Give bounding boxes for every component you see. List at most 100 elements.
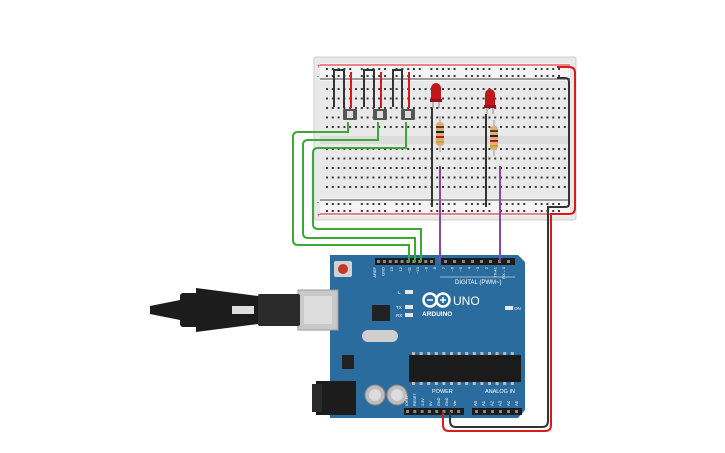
breadboard-hole	[331, 126, 334, 128]
rail-hole	[534, 210, 537, 212]
breadboard-hole	[494, 157, 497, 160]
rail-hole	[523, 210, 526, 212]
led-2[interactable]	[484, 89, 496, 114]
rail-hole	[360, 203, 363, 205]
breadboard-hole	[360, 176, 363, 179]
breadboard-hole	[552, 148, 555, 150]
breadboard-hole	[552, 97, 555, 100]
rail-hole	[517, 210, 520, 212]
breadboard-hole	[326, 126, 328, 128]
breadboard-hole	[558, 126, 560, 128]
voltage-regulator	[342, 355, 354, 369]
rail-hole	[476, 203, 479, 205]
rail-hole	[465, 75, 468, 77]
rail-hole	[418, 75, 421, 77]
breadboard-hole	[459, 157, 462, 160]
rail-hole	[378, 68, 381, 70]
breadboard-hole	[384, 97, 386, 100]
breadboard-hole	[482, 176, 485, 179]
breadboard-hole	[552, 126, 555, 128]
breadboard-hole	[558, 148, 560, 150]
resistor-1[interactable]	[436, 116, 444, 152]
breadboard-hole	[482, 107, 485, 109]
chip-pin	[457, 352, 461, 355]
chip-pin	[503, 382, 507, 385]
breadboard-hole	[343, 126, 346, 128]
digital-pin-label: 7	[441, 266, 446, 269]
rail-hole	[511, 203, 514, 205]
analog-pin-label: A4	[506, 400, 511, 406]
switch-1[interactable]	[343, 109, 357, 120]
rail-hole	[349, 203, 352, 205]
rail-hole	[488, 210, 491, 212]
breadboard-hole	[355, 107, 357, 109]
rail-hole	[430, 75, 433, 77]
breadboard-hole	[563, 88, 566, 90]
breadboard-hole	[366, 157, 369, 160]
breadboard-hole	[326, 186, 328, 188]
breadboard-hole	[395, 97, 398, 100]
rail-hole	[418, 68, 421, 70]
rail-hole	[407, 203, 410, 205]
breadboard-hole	[418, 167, 421, 169]
breadboard-hole	[337, 126, 340, 128]
breadboard-hole	[378, 107, 381, 109]
l-led-label: L	[398, 290, 401, 295]
breadboard-hole	[442, 97, 444, 100]
led-1[interactable]	[430, 83, 442, 108]
breadboard-hole	[389, 186, 392, 188]
breadboard-hole	[517, 116, 520, 119]
rail-hole	[331, 210, 334, 212]
resistor-2[interactable]	[490, 120, 498, 156]
breadboard-hole	[436, 148, 439, 150]
chip-pin	[442, 382, 446, 385]
breadboard-hole	[366, 107, 369, 109]
chip-pin	[465, 352, 469, 355]
breadboard-hole	[326, 167, 328, 169]
power-pin-hole	[449, 410, 453, 413]
digital-pin-hole	[412, 260, 416, 263]
breadboard-hole	[546, 116, 549, 119]
breadboard-hole	[465, 107, 468, 109]
switch-2[interactable]	[373, 109, 387, 120]
breadboard-hole	[500, 126, 502, 128]
rail-hole	[558, 75, 560, 77]
breadboard-hole	[453, 97, 456, 100]
rail-hole	[360, 210, 363, 212]
breadboard-hole	[529, 157, 531, 160]
rail-hole	[430, 210, 433, 212]
usb-cable[interactable]	[150, 288, 300, 332]
power-pin-hole	[413, 410, 417, 413]
power-header-label: POWER	[432, 389, 453, 395]
breadboard-hole	[372, 176, 375, 179]
breadboard-hole	[384, 126, 386, 128]
switch-3[interactable]	[401, 109, 415, 120]
rail-hole	[384, 75, 386, 77]
breadboard-hole	[453, 107, 456, 109]
breadboard-hole	[505, 126, 508, 128]
rail-hole	[372, 210, 375, 212]
breadboard-hole	[465, 126, 468, 128]
tx-led-indicator	[405, 305, 413, 309]
breadboard-hole	[563, 116, 566, 119]
rail-hole	[546, 68, 549, 70]
digital-pin-hole	[444, 260, 447, 263]
breadboard-hole	[529, 126, 531, 128]
rail-hole	[558, 210, 560, 212]
rail-hole	[331, 75, 334, 77]
breadboard-hole	[482, 116, 485, 119]
rail-hole	[442, 203, 444, 205]
on-led-label: ON	[514, 306, 521, 311]
rail-hole	[395, 210, 398, 212]
breadboard-hole	[511, 88, 514, 90]
breadboard-hole	[453, 167, 456, 169]
rail-hole	[447, 210, 450, 212]
arduino-logo	[422, 292, 451, 308]
digital-pin-label: ~3	[475, 266, 480, 271]
reset-button[interactable]	[334, 261, 352, 277]
breadboard-hole	[546, 186, 549, 188]
analog-pin-hole	[515, 410, 518, 413]
usb-icon	[232, 306, 254, 314]
rail-hole	[326, 210, 328, 212]
rail-hole	[395, 203, 398, 205]
